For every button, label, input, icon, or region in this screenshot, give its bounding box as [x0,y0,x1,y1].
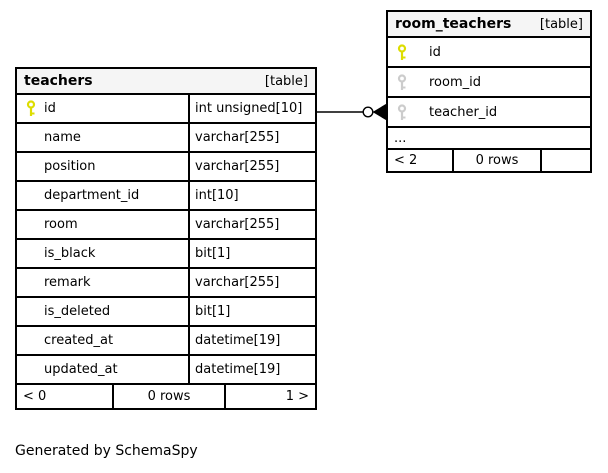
table-node-teachers[interactable]: teachers [table] id int unsigned[10] nam… [15,67,317,410]
column-type: bit[1] [188,240,315,267]
column-name: remark [44,275,91,290]
column-name: is_deleted [44,304,111,319]
column-name: updated_at [44,362,118,377]
row-count: 0 rows [112,385,226,408]
column-type: datetime[19] [188,356,315,383]
table-header-room-teachers: room_teachers [table] [388,12,590,38]
column-row-id: id [388,38,590,68]
column-type: bit[1] [188,298,315,325]
column-name: name [44,130,81,145]
table-name[interactable]: room_teachers [395,16,512,32]
foreign-key-icon [396,103,408,121]
related-prev-count: < 2 [394,153,418,168]
table-tag: [table] [539,16,583,32]
column-name: room_id [429,74,481,90]
column-name: position [44,159,96,174]
column-type: datetime[19] [188,327,315,354]
table-tag: [table] [264,73,308,89]
generator-note: Generated by SchemaSpy [15,443,198,459]
column-row-position: position varchar[255] [17,153,315,182]
crows-foot-arrowhead [372,103,387,121]
column-name: teacher_id [429,104,498,120]
column-name: department_id [44,188,140,203]
table-header-teachers: teachers [table] [17,69,315,95]
column-type: varchar[255] [188,269,315,296]
column-name: id [429,44,441,60]
related-next-count [542,150,590,171]
primary-key-icon [25,100,37,117]
related-next-count: 1 > [285,389,309,404]
columns-ellipsis: ... [388,128,590,150]
column-row-created-at: created_at datetime[19] [17,327,315,356]
table-footer-teachers: < 0 0 rows 1 > [17,385,315,408]
column-type: int unsigned[10] [188,95,315,122]
column-name: room [44,217,78,232]
column-type: varchar[255] [188,124,315,151]
column-type: varchar[255] [188,211,315,238]
foreign-key-icon [396,73,408,91]
column-name: is_black [44,246,96,261]
column-row-teacher-id: teacher_id [388,98,590,128]
column-row-name: name varchar[255] [17,124,315,153]
column-row-room-id: room_id [388,68,590,98]
primary-key-icon [396,43,408,61]
column-row-is-deleted: is_deleted bit[1] [17,298,315,327]
column-name: created_at [44,333,114,348]
column-row-remark: remark varchar[255] [17,269,315,298]
column-row-id: id int unsigned[10] [17,95,315,124]
column-type: varchar[255] [188,153,315,180]
column-row-department-id: department_id int[10] [17,182,315,211]
table-footer-room-teachers: < 2 0 rows [388,150,590,171]
column-name: id [44,101,56,116]
table-name[interactable]: teachers [24,73,93,89]
column-type: int[10] [188,182,315,209]
column-row-updated-at: updated_at datetime[19] [17,356,315,385]
column-row-is-black: is_black bit[1] [17,240,315,269]
related-prev-count: < 0 [23,389,47,404]
table-node-room-teachers[interactable]: room_teachers [table] id [386,10,592,173]
zero-cardinality-circle [362,106,374,118]
row-count: 0 rows [452,150,542,171]
column-row-room: room varchar[255] [17,211,315,240]
